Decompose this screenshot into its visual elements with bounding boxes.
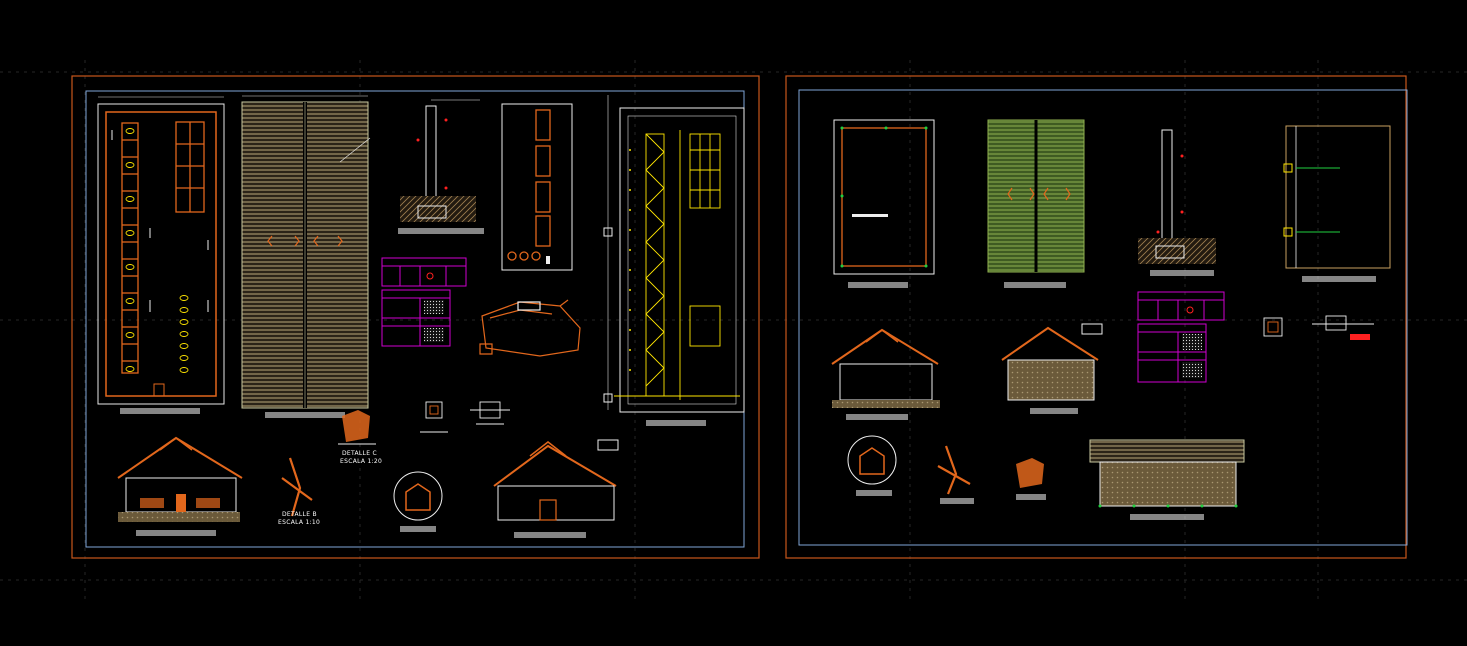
long-elevation-2[interactable]	[1089, 439, 1245, 520]
beam-plan-2[interactable]	[1283, 125, 1391, 282]
section-view-1[interactable]	[117, 436, 243, 536]
detail-c-title: DETALLE C	[342, 450, 377, 457]
structural-plan-1[interactable]	[603, 95, 745, 426]
section-view-2[interactable]	[831, 328, 940, 420]
sheet-2-inner-frame	[798, 89, 1408, 546]
floor-plan-1[interactable]	[97, 96, 225, 414]
elevation-view-2[interactable]	[1001, 323, 1103, 414]
detail-c-1[interactable]: DETALLE C ESCALA 1:20	[338, 410, 382, 465]
floor-plan-1-fixtures	[125, 128, 189, 373]
circular-detail-2[interactable]	[847, 435, 897, 496]
front-elevation-1[interactable]	[493, 439, 619, 538]
detail-b-scale: ESCALA 1:10	[278, 519, 320, 526]
sheet-1-inner-frame	[85, 90, 745, 548]
floor-plan-1-stalls	[121, 121, 205, 374]
isometric-detail-1[interactable]	[479, 299, 581, 357]
foundation-detail-2[interactable]	[1138, 129, 1216, 276]
detail-c-scale: ESCALA 1:20	[340, 458, 382, 465]
detail-b-1[interactable]: DETALLE B ESCALA 1:10	[278, 457, 320, 526]
floor-plan-2[interactable]	[833, 119, 935, 288]
roof-plan-2[interactable]	[987, 119, 1085, 288]
legend-tables-1[interactable]	[381, 257, 467, 347]
tank-section-1[interactable]	[501, 103, 573, 271]
sheet-1-border	[71, 75, 760, 559]
detail-b-2[interactable]	[937, 445, 974, 504]
circular-detail-1[interactable]	[393, 471, 443, 532]
column-details-1[interactable]	[420, 401, 510, 433]
foundation-detail-1[interactable]	[398, 99, 484, 234]
legend-tables-2[interactable]	[1137, 291, 1225, 383]
detail-c-2[interactable]	[1016, 458, 1046, 500]
column-details-2[interactable]	[1263, 315, 1374, 340]
sheet-1: DETALLE B ESCALA 1:10 DETALLE C ESCALA 1…	[71, 75, 760, 559]
sheet-2-border	[785, 75, 1407, 559]
detail-b-title: DETALLE B	[282, 511, 317, 518]
sheet-2	[785, 75, 1408, 559]
roof-plan-1[interactable]	[241, 95, 371, 418]
